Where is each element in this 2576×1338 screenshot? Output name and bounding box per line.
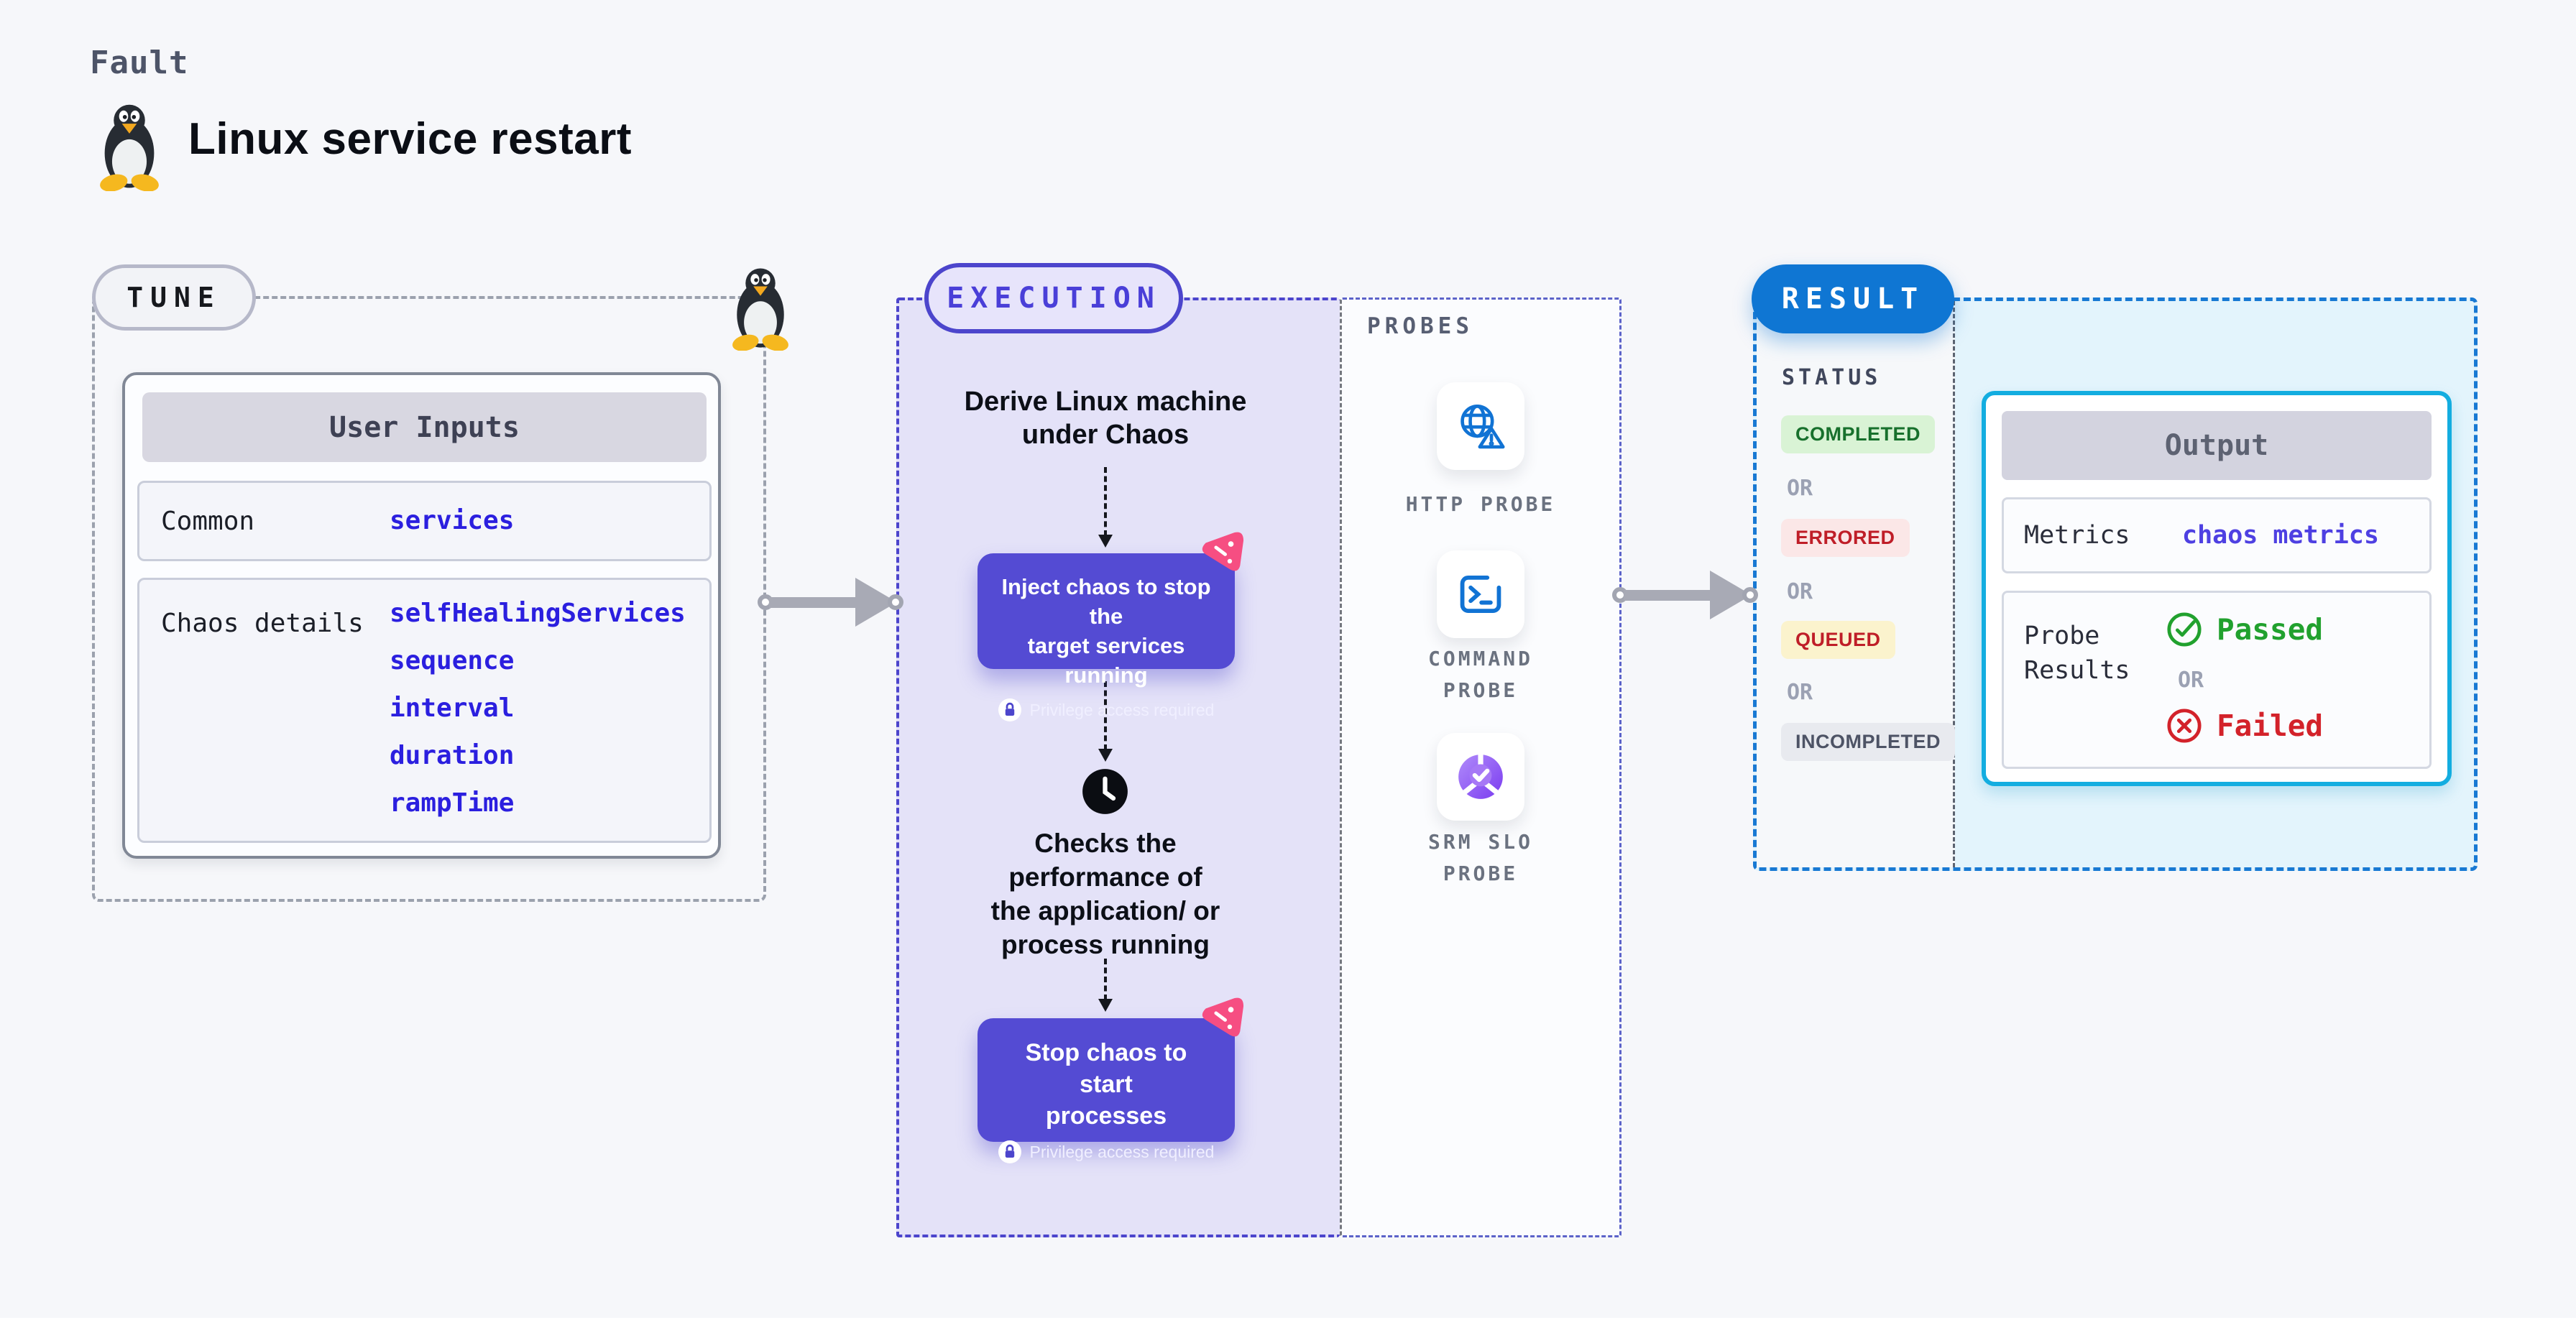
terminal-icon	[1460, 575, 1501, 614]
step-line: Derive Linux machine	[964, 387, 1247, 417]
flow-arrow-down	[1098, 959, 1113, 1012]
arrow-shaft	[769, 597, 858, 608]
output-header: Output	[2002, 411, 2432, 480]
flow-arrow-tune-to-execution	[756, 577, 910, 627]
connector-dot	[1742, 587, 1758, 603]
flow-arrow-execution-to-result	[1611, 570, 1765, 620]
srm-slo-probe-label: SRM SLO PROBE	[1427, 830, 1533, 885]
node-title-line: processes	[1045, 1102, 1167, 1130]
step-derive-machine: Derive Linux machine under Chaos	[934, 385, 1276, 451]
result-pill[interactable]: RESULT	[1752, 264, 1954, 333]
user-inputs-card: User Inputs Common services Chaos detail…	[122, 372, 721, 859]
or-label: OR	[1787, 680, 1813, 705]
metrics-value[interactable]: chaos metrics	[2182, 521, 2379, 550]
fault-kicker: Fault	[90, 45, 189, 81]
probes-title: PROBES	[1367, 313, 1473, 339]
output-card: Output Metrics chaos metrics Probe Resul…	[1982, 391, 2452, 786]
step-line: the application/ or	[990, 896, 1220, 926]
globe-alert-icon	[1460, 404, 1505, 449]
node-title-line: Stop chaos to start	[1025, 1039, 1187, 1098]
passed-label: Passed	[2217, 612, 2324, 647]
user-inputs-row-chaos-details: Chaos details selfHealingServices sequen…	[137, 578, 712, 843]
row-label: Chaos details	[161, 609, 364, 638]
or-label: OR	[1787, 476, 1813, 501]
arrow-shaft	[1624, 590, 1713, 601]
probe-results-label: Probe Results	[2024, 622, 2130, 685]
user-inputs-row-common: Common services	[137, 481, 712, 561]
flow-arrow-down	[1098, 681, 1113, 762]
failed-label: Failed	[2217, 709, 2324, 743]
check-circle-icon	[2167, 612, 2202, 647]
tune-pill[interactable]: TUNE	[92, 264, 256, 331]
step-line: performance of	[1008, 862, 1202, 892]
execution-pill[interactable]: EXECUTION	[924, 263, 1183, 333]
tunable-value[interactable]: interval	[390, 693, 515, 723]
status-column	[1757, 301, 1955, 867]
output-row-metrics: Metrics chaos metrics	[2002, 497, 2432, 573]
flow-arrow-down	[1098, 467, 1113, 548]
tunable-value[interactable]: duration	[390, 741, 515, 770]
tux-penguin-icon-small	[732, 268, 788, 351]
step-line: process running	[1001, 930, 1210, 959]
row-label: Common	[161, 506, 255, 536]
status-badge-errored: ERRORED	[1781, 519, 1910, 557]
status-title: STATUS	[1782, 365, 1882, 390]
metrics-label: Metrics	[2024, 521, 2130, 550]
probe-result-passed: Passed	[2166, 612, 2323, 647]
tunable-value[interactable]: selfHealingServices	[390, 599, 686, 628]
output-row-probe-results: Probe Results Passed OR Failed	[2002, 591, 2432, 769]
inject-chaos-node[interactable]: Inject chaos to stop the target services…	[978, 553, 1235, 721]
status-badge-incompleted: INCOMPLETED	[1781, 723, 1956, 761]
privilege-note: Privilege access required	[1029, 700, 1215, 719]
lock-icon	[998, 1140, 1021, 1163]
connector-dot	[888, 594, 903, 610]
user-inputs-header: User Inputs	[142, 392, 707, 462]
step-line: under Chaos	[1021, 420, 1190, 450]
bottom-strip	[0, 1318, 2576, 1338]
status-badge-completed: COMPLETED	[1781, 415, 1936, 453]
or-label: OR	[2178, 668, 2204, 693]
chaos-fault-icon	[1202, 532, 1244, 571]
page-title: Linux service restart	[188, 114, 632, 164]
status-badge-queued: QUEUED	[1781, 621, 1895, 659]
http-probe-card[interactable]	[1437, 382, 1524, 470]
srm-slo-probe-card[interactable]	[1437, 733, 1524, 821]
tux-penguin-icon	[100, 104, 159, 191]
step-line: Checks the	[1034, 829, 1177, 858]
slo-donut-check-icon	[1458, 754, 1503, 799]
clock-icon	[1082, 769, 1128, 814]
tunable-value[interactable]: sequence	[390, 646, 515, 675]
node-title-line: target services running	[1027, 633, 1185, 688]
command-probe-card[interactable]	[1437, 550, 1524, 638]
privilege-note: Privilege access required	[1029, 1142, 1215, 1161]
stop-chaos-node[interactable]: Stop chaos to start processes Privilege …	[978, 1018, 1235, 1163]
probe-result-failed: Failed	[2166, 708, 2323, 744]
command-probe-label: COMMAND PROBE	[1427, 647, 1533, 702]
tunable-value[interactable]: rampTime	[390, 788, 515, 818]
node-title-line: Inject chaos to stop the	[1001, 574, 1211, 629]
or-label: OR	[1787, 579, 1813, 604]
lock-icon	[998, 698, 1021, 721]
chaos-fault-icon	[1202, 997, 1244, 1037]
tunable-value[interactable]: services	[390, 506, 515, 535]
x-circle-icon	[2167, 709, 2202, 743]
http-probe-label: HTTP PROBE	[1405, 492, 1556, 516]
step-checks-performance: Checks the performance of the applicatio…	[934, 826, 1276, 961]
